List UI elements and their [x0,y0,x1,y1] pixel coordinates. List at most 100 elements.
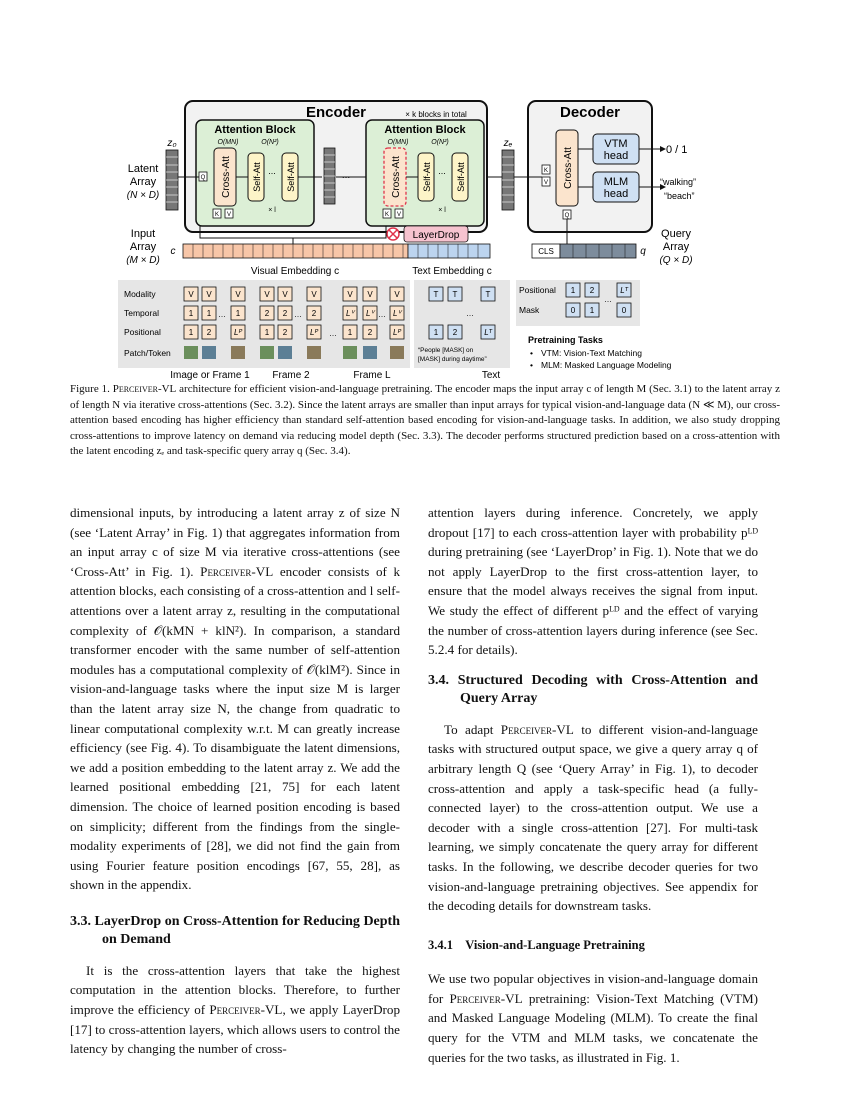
on2-label-1: O(N²) [261,139,279,146]
k-blocks-note: × k blocks in total [405,110,467,119]
svg-text:V: V [188,290,194,299]
v-letter-2: V [397,212,401,218]
left-paragraph-2: It is the cross-attention layers that ta… [70,961,400,1059]
text-tokens-line-1: “People [MASK] on [418,347,474,354]
frame-label-1: Image or Frame 1 [170,370,250,380]
layerdrop-label: LayerDrop [413,230,460,241]
svg-text:2: 2 [283,328,288,337]
right-paragraph-2: To adapt Perceiver-VL to different visio… [428,720,758,916]
c-label: c [171,246,176,257]
frame-label-2: Frame 2 [272,370,310,380]
mlm-head-label-2: head [604,188,628,200]
visual-embedding-label: Visual Embedding c [251,266,339,277]
decoder-query-grid: 1 2 Lᵀ … 0 1 0 [565,282,632,318]
svg-text:V: V [394,290,400,299]
svg-text:V: V [235,290,241,299]
svg-text:V: V [311,290,317,299]
svg-text:…: … [329,329,337,338]
right-p2-part-b: to different vision-and-language tasks w… [428,721,758,914]
svg-text:2: 2 [265,309,270,318]
section-3-4-heading: 3.4. Structured Decoding with Cross-Atte… [428,672,758,708]
dec-k-letter: K [544,168,548,174]
svg-text:2: 2 [590,286,595,295]
pretraining-title: Pretraining Tasks [528,335,603,345]
left-p1-part-a: dimensional inputs, by introducing a lat… [70,505,400,579]
svg-text:1: 1 [571,286,576,295]
svg-text:1: 1 [348,328,353,337]
left-p1-part-b: encoder consists of k attention blocks, … [70,563,400,893]
svg-text:1: 1 [189,328,194,337]
caption-model-name: Perceiver-VL [112,383,177,395]
svg-text:Lᴾ: Lᴾ [234,328,242,337]
latent-array-label-3: (N × D) [127,190,160,201]
k-letter-2: K [385,212,389,218]
right-p2-part-a: To adapt [444,721,501,737]
decoder-cross-att-label: Cross-Att [563,147,574,189]
mlm-output-1: “walking” [660,177,696,187]
svg-text:0: 0 [571,306,576,315]
right-p2-model-name: Perceiver-VL [500,721,574,737]
svg-text:…: … [604,295,612,304]
self-att-label-1b: Self-Att [286,162,296,192]
right-p3-part-b: pretraining: Vision-Text Matching (VTM) … [428,990,759,1065]
svg-text:Lᴾ: Lᴾ [310,328,318,337]
self-att-ellipsis-1: ... [268,166,276,176]
caption-label: Figure 1. [70,383,110,395]
svg-text:T: T [486,290,491,299]
left-p2-model-name: Perceiver-VL [209,1002,283,1018]
right-p3-model-name: Perceiver-VL [449,990,523,1006]
text-embedding-label: Text Embedding c [412,266,492,277]
v-box-2 [394,208,404,219]
figure-1-diagram: Encoder × k blocks in total Attention Bl… [118,100,696,380]
frame-label-l: Frame L [353,370,391,380]
left-column: dimensional inputs, by introducing a lat… [70,503,400,1059]
row-label-modality: Modality [124,289,156,299]
pretraining-item-2: MLM: Masked Language Modeling [541,360,672,370]
self-att-label-2a: Self-Att [422,162,432,192]
section-3-4-number: 3.4. [428,672,449,688]
on2-label-2: O(N²) [431,139,449,146]
decoder-cross-att-box [555,129,579,207]
cross-att-label-2: Cross-Att [391,156,402,198]
svg-text:Lⱽ: Lⱽ [346,309,355,318]
svg-text:V: V [206,290,212,299]
vtm-output: 0 / 1 [666,144,687,156]
left-p1-model-name: Perceiver-VL [200,563,274,579]
section-3-4-title: Structured Decoding with Cross-Attention… [457,672,758,706]
vtm-head-label-1: VTM [604,138,627,150]
text-tokens-line-2: [MASK] during daytime” [418,356,487,363]
svg-text:V: V [264,290,270,299]
svg-text:…: … [294,310,302,319]
mlm-head-label-1: MLM [604,176,628,188]
svg-text:1: 1 [189,309,194,318]
svg-text:Lᵀ: Lᵀ [484,328,492,337]
z0-label: z₀ [166,138,176,149]
v-box-1 [224,208,234,219]
pretraining-bullet-2: • [530,360,533,370]
self-att-label-2b: Self-Att [456,162,466,192]
right-paragraph-3: We use two popular objectives in vision-… [428,969,758,1067]
q-label: q [640,246,646,257]
query-array-label-2: Array [663,241,690,253]
omn-label-1: O(MN) [218,139,239,146]
self-att-box-2b [451,152,469,202]
svg-text:V: V [367,290,373,299]
q-letter-1: Q [201,175,206,181]
svg-text:2: 2 [368,328,373,337]
svg-text:T: T [453,290,458,299]
dec-q-letter: Q [565,213,570,219]
section-3-3-number: 3.3. [70,913,91,929]
svg-text:V: V [347,290,353,299]
subsection-3-4-1-heading: 3.4.1 Vision-and-Language Pretraining [428,936,758,956]
latent-array-label-2: Array [130,176,157,188]
subsection-3-4-1-number: 3.4.1 [428,937,453,952]
section-3-3-title: LayerDrop on Cross-Attention for Reducin… [94,913,401,947]
svg-text:2: 2 [312,309,317,318]
svg-text:…: … [218,310,226,319]
times-l-2: × l [438,207,446,214]
svg-text:V: V [282,290,288,299]
svg-text:1: 1 [207,309,212,318]
mlm-output-2: “beach” [664,191,695,201]
row-label-positional: Positional [124,327,161,337]
k-letter-1: K [215,212,219,218]
